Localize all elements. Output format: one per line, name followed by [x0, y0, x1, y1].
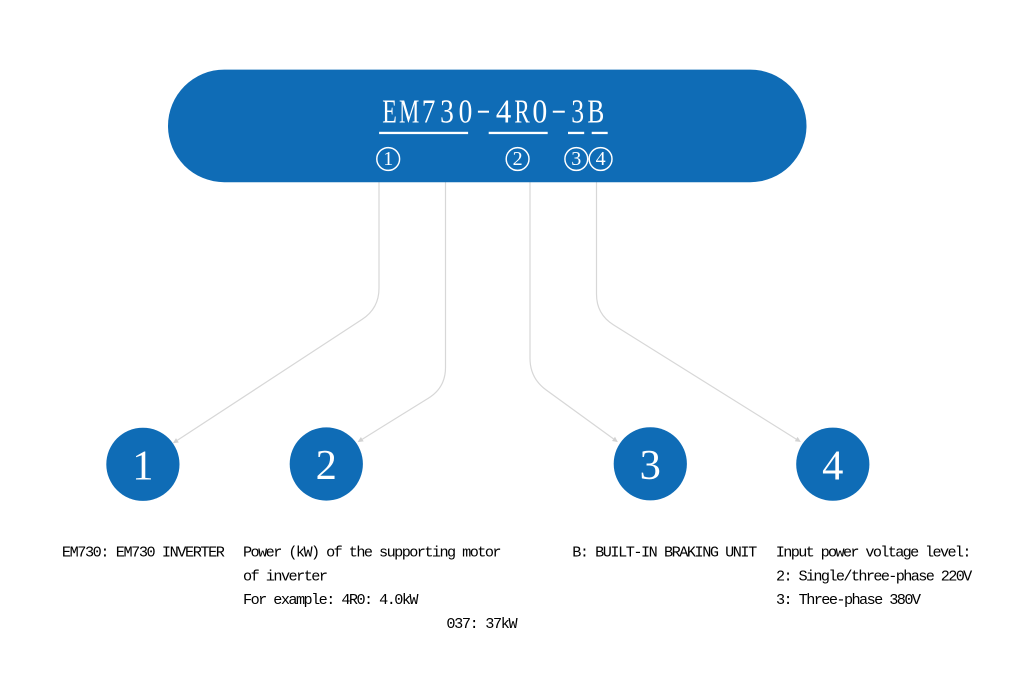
svg-text:7: 7	[422, 94, 436, 131]
svg-text:B: BUILT-IN BRAKING UNIT: B: BUILT-IN BRAKING UNIT	[572, 543, 757, 561]
svg-text:4: 4	[496, 94, 512, 131]
svg-text:3: 3	[440, 94, 454, 131]
svg-text:M: M	[399, 94, 419, 131]
svg-text:E: E	[382, 94, 397, 131]
svg-text:3: Three-phase 380V: 3: Three-phase 380V	[776, 591, 922, 609]
svg-text:0: 0	[459, 94, 473, 131]
svg-text:037: 37kW: 037: 37kW	[446, 615, 518, 633]
svg-text:0: 0	[532, 94, 547, 131]
svg-text:B: B	[587, 94, 604, 131]
svg-text:2: 2	[316, 442, 337, 489]
svg-text:4: 4	[822, 442, 843, 489]
svg-text:3: 3	[571, 148, 581, 170]
svg-text:2: Single/three-phase 220V: 2: Single/three-phase 220V	[776, 567, 973, 585]
svg-text:R: R	[514, 94, 530, 131]
svg-text:1: 1	[132, 442, 153, 489]
svg-text:For example: 4R0: 4.0kW: For example: 4R0: 4.0kW	[243, 591, 419, 609]
svg-text:3: 3	[571, 94, 584, 131]
svg-text:3: 3	[640, 442, 661, 489]
svg-text:Input power voltage level:: Input power voltage level:	[776, 543, 972, 561]
svg-text:Power (kW) of the supporting m: Power (kW) of the supporting motor	[243, 543, 502, 561]
svg-text:2: 2	[513, 148, 523, 170]
svg-text:4: 4	[596, 148, 606, 170]
svg-text:EM730: EM730 INVERTER: EM730: EM730 INVERTER	[62, 543, 225, 561]
svg-text:1: 1	[383, 148, 393, 170]
svg-text:of inverter: of inverter	[243, 567, 328, 585]
